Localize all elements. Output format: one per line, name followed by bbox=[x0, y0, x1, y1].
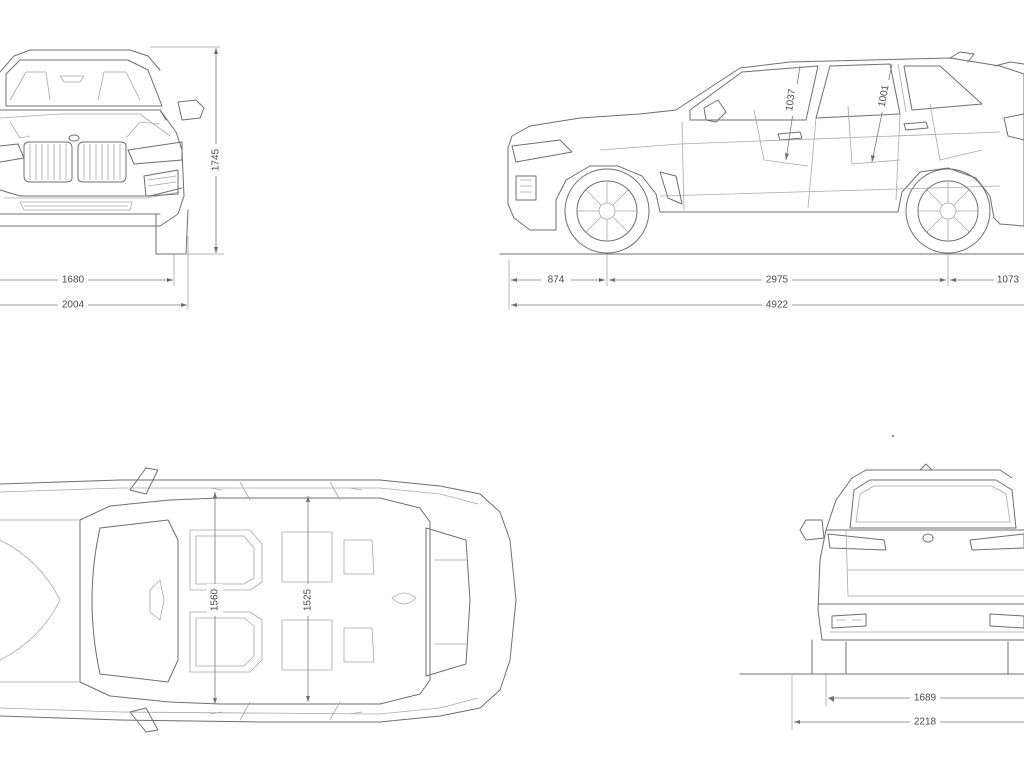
dim-height: 1745 bbox=[211, 148, 222, 171]
dim-headroom-rear: 1001 bbox=[877, 84, 892, 108]
rear-view: 1689 2218 bbox=[739, 435, 1024, 730]
dim-length: 4922 bbox=[766, 300, 789, 311]
dim-width-mirrors: 2004 bbox=[62, 300, 85, 311]
dim-front-overhang: 874 bbox=[548, 275, 565, 286]
dim-rear-overhang: 1073 bbox=[997, 275, 1020, 286]
dim-width-mirrors-folded: 2218 bbox=[914, 717, 937, 728]
dim-track-rear: 1689 bbox=[914, 693, 937, 704]
front-view: 1745 1680 2004 bbox=[0, 46, 224, 312]
dim-shoulder-front: 1560 bbox=[210, 588, 221, 611]
top-view: 1560 1525 bbox=[0, 467, 517, 733]
dim-wheelbase: 2975 bbox=[766, 275, 789, 286]
dim-headroom-front: 1037 bbox=[784, 88, 798, 112]
dim-track-front: 1680 bbox=[62, 275, 85, 286]
side-view: 1037 1001 874 2975 1073 4922 bbox=[499, 51, 1024, 312]
dim-shoulder-rear: 1525 bbox=[303, 588, 314, 611]
